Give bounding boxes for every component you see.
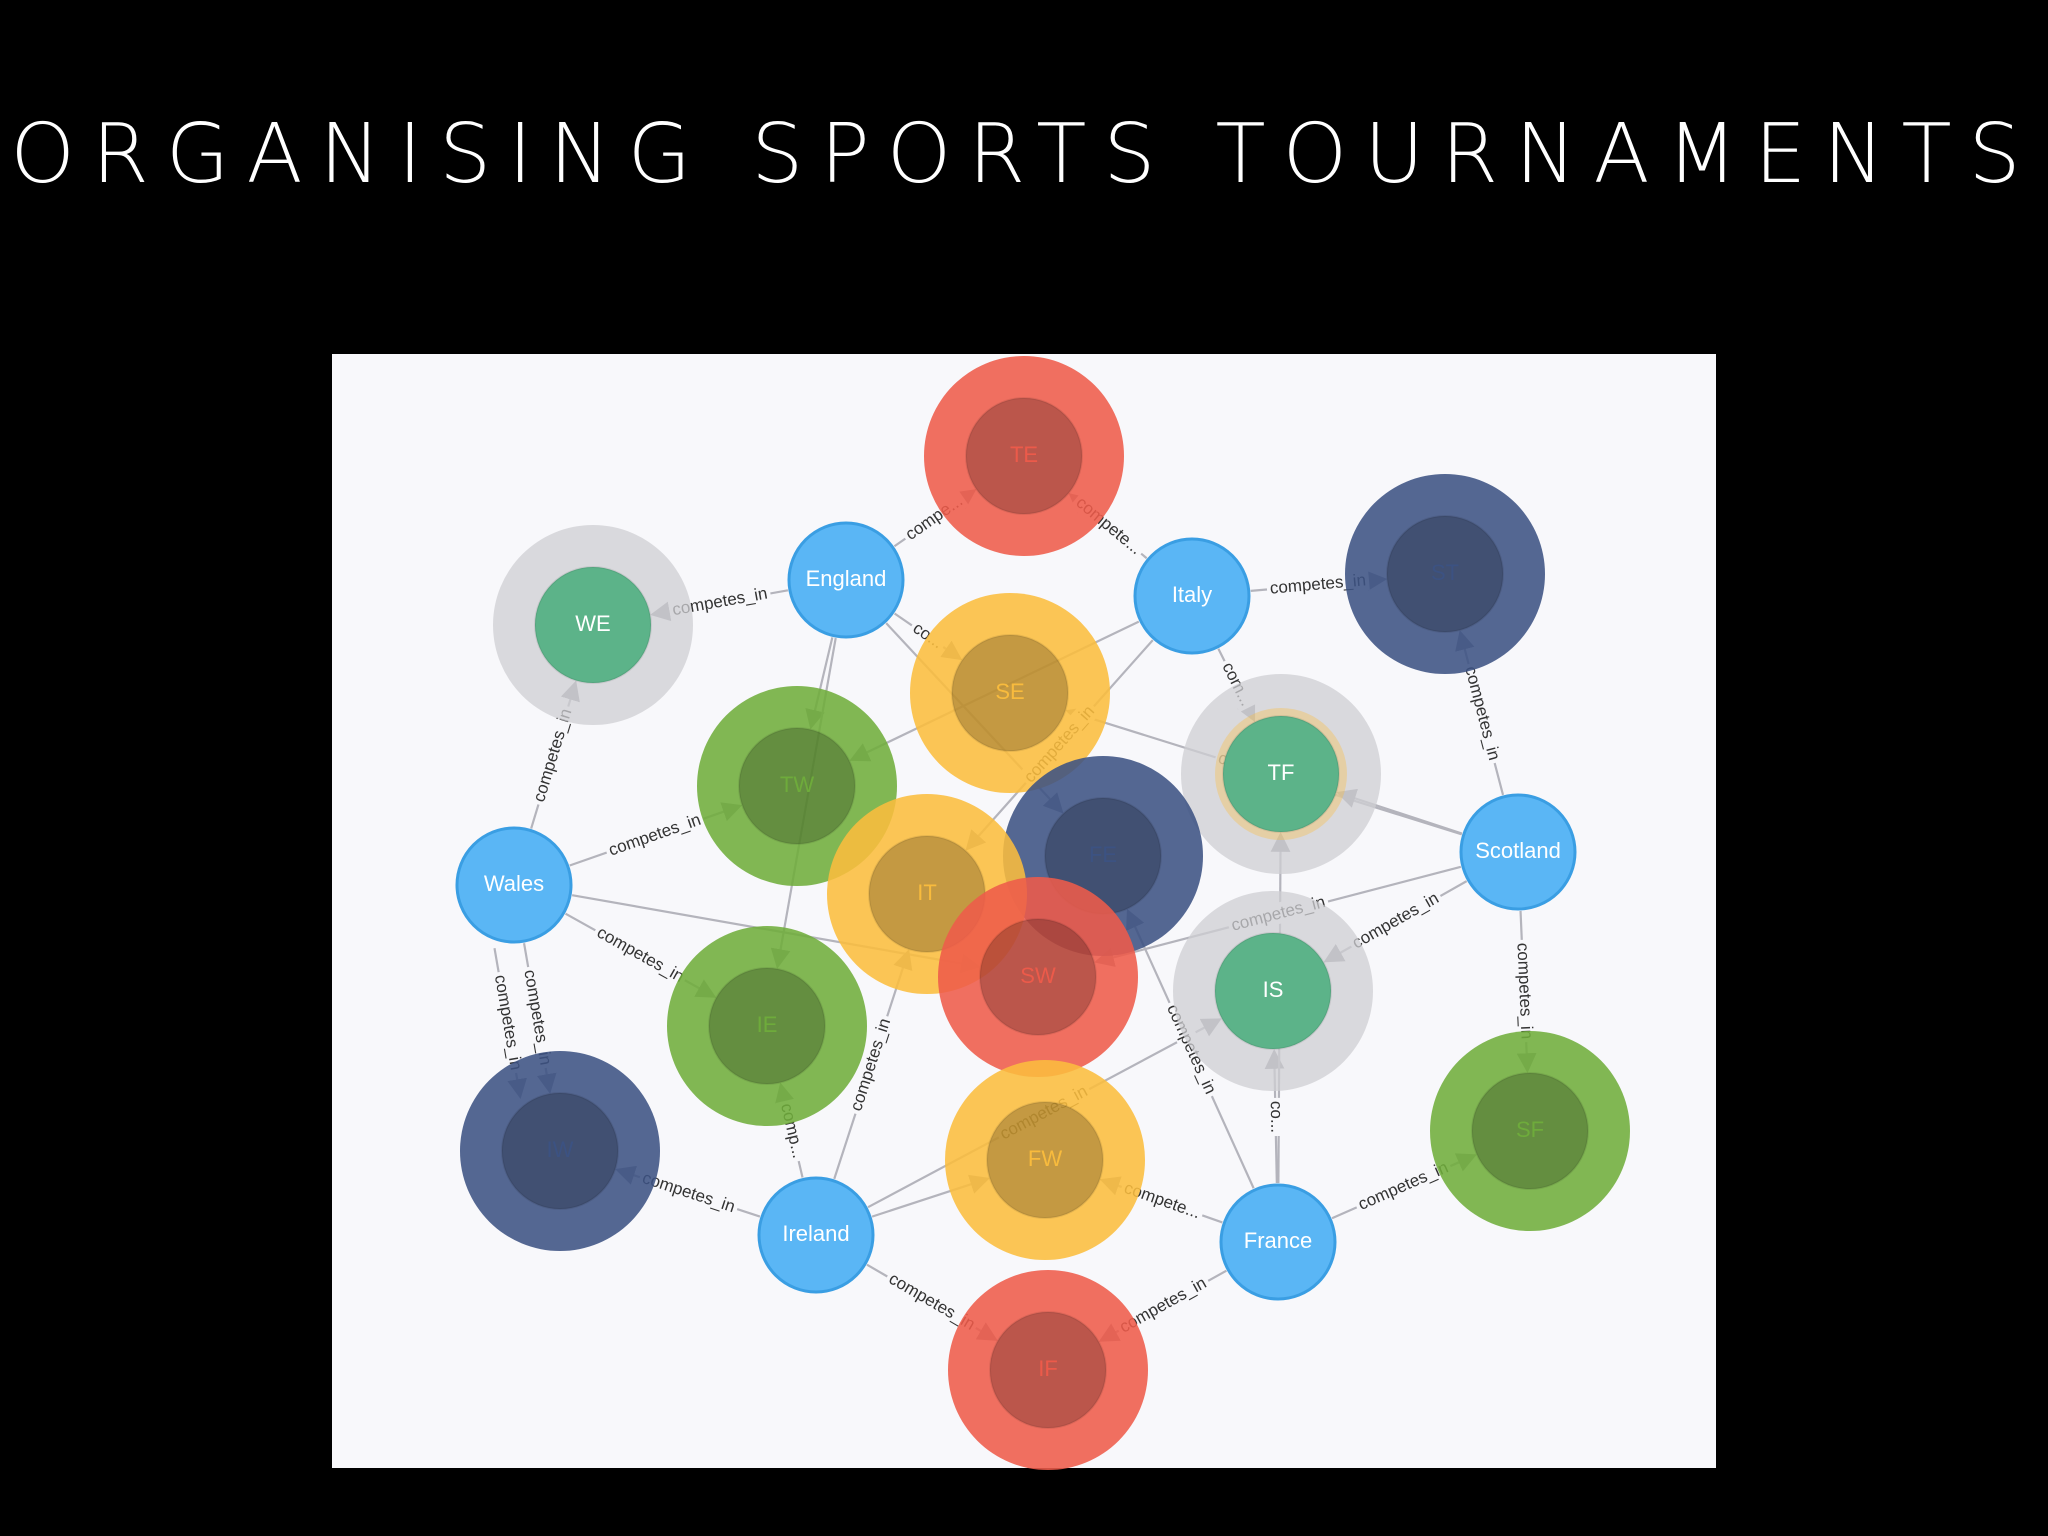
pairing-halo-se — [910, 593, 1110, 793]
country-label-wales: Wales — [484, 871, 544, 896]
edge-label-bg — [636, 1166, 741, 1219]
pairing-label-se: SE — [995, 679, 1024, 704]
pairing-halo-if — [948, 1270, 1148, 1470]
pairing-label-te: TE — [1010, 442, 1038, 467]
pairing-halo-fw — [945, 1060, 1145, 1260]
pairing-core-ie — [708, 967, 826, 1085]
pairing-label-fe: FE — [1089, 842, 1117, 867]
edge-label-bg — [1459, 661, 1506, 766]
country-node-england[interactable]: England — [787, 521, 905, 639]
pairing-core-tw — [738, 727, 856, 845]
country-circle-france — [1219, 1183, 1337, 1301]
edge-label-bg — [1266, 569, 1370, 599]
pairing-halo-te — [924, 356, 1124, 556]
pairing-core-st — [1386, 515, 1504, 633]
edge-label-bg — [1113, 1270, 1213, 1339]
pairing-node-se[interactable]: SE — [910, 593, 1110, 793]
pairing-label-st: ST — [1431, 560, 1459, 585]
edge-label-bg — [667, 582, 773, 621]
country-label-england: England — [806, 566, 887, 591]
edge-label-bg — [1352, 1155, 1455, 1217]
pairing-core-if — [989, 1311, 1107, 1429]
pairing-halo-iw — [460, 1051, 660, 1251]
slide-title: ORGANISING SPORTS TOURNAMENTS — [10, 107, 2038, 202]
pairing-core-sw — [979, 918, 1097, 1036]
country-circle-italy — [1133, 537, 1251, 655]
pairing-label-tw: TW — [780, 772, 814, 797]
edge-label-france-is: co... — [1267, 1101, 1287, 1133]
pairing-node-sw[interactable]: SW — [938, 877, 1138, 1077]
pairing-node-st[interactable]: ST — [1345, 474, 1545, 674]
country-label-ireland: Ireland — [782, 1221, 849, 1246]
pairing-halo-sw — [938, 877, 1138, 1077]
pairing-label-we: WE — [575, 611, 610, 636]
edge-label-bg — [590, 920, 691, 989]
country-circle-england — [787, 521, 905, 639]
pairing-node-sf[interactable]: SF — [1430, 1031, 1630, 1231]
pairing-core-fw — [986, 1101, 1104, 1219]
country-circle-scotland — [1459, 793, 1577, 911]
edge-label-bg — [1512, 939, 1538, 1043]
edge-label-bg — [527, 703, 578, 808]
country-node-wales[interactable]: Wales — [455, 826, 573, 944]
pairing-label-fw: FW — [1028, 1146, 1062, 1171]
pairing-core-tf — [1222, 715, 1340, 833]
pairing-node-te[interactable]: TE — [924, 356, 1124, 556]
edge-label-bg — [1265, 1097, 1288, 1137]
pairing-label-sw: SW — [1020, 963, 1056, 988]
pairing-core-iw — [501, 1092, 619, 1210]
country-circle-ireland — [757, 1176, 875, 1294]
pairing-label-iw: IW — [547, 1137, 574, 1162]
country-node-ireland[interactable]: Ireland — [757, 1176, 875, 1294]
edge-label-bg — [882, 1266, 982, 1337]
edge-label-bg — [1345, 885, 1446, 955]
pairing-core-se — [951, 634, 1069, 752]
pairing-halo-ie — [667, 926, 867, 1126]
country-label-france: France — [1244, 1228, 1312, 1253]
pairing-core-sf — [1471, 1072, 1589, 1190]
country-circle-wales — [455, 826, 573, 944]
pairing-node-tf[interactable]: TF — [1181, 674, 1381, 874]
pairing-halo-st — [1345, 474, 1545, 674]
pairing-node-ie[interactable]: IE — [667, 926, 867, 1126]
country-label-italy: Italy — [1172, 582, 1212, 607]
edge-label-bg — [602, 807, 707, 862]
pairings-layer: TE WE ST SE TW TF FE IT SW IE IS IW FW SF IF — [460, 356, 1630, 1470]
pairing-node-iw[interactable]: IW — [460, 1051, 660, 1251]
pairing-label-it: IT — [917, 880, 937, 905]
pairing-label-is: IS — [1263, 977, 1284, 1002]
edge-label-bg — [844, 1012, 897, 1117]
country-node-france[interactable]: France — [1219, 1183, 1337, 1301]
pairing-label-sf: SF — [1516, 1117, 1544, 1142]
pairing-core-we — [534, 566, 652, 684]
country-label-scotland: Scotland — [1475, 838, 1561, 863]
edge-label-scotland-sf: competes_in — [1513, 942, 1536, 1039]
country-node-scotland[interactable]: Scotland — [1459, 793, 1577, 911]
edge-label-bg — [518, 965, 557, 1070]
pairing-core-is — [1214, 932, 1332, 1050]
pairing-node-fw[interactable]: FW — [945, 1060, 1145, 1260]
pairing-label-if: IF — [1038, 1356, 1058, 1381]
pairing-node-we[interactable]: WE — [493, 525, 693, 725]
country-node-italy[interactable]: Italy — [1133, 537, 1251, 655]
edge-label-bg — [489, 970, 528, 1075]
pairing-node-is[interactable]: IS — [1173, 891, 1373, 1091]
pairing-label-ie: IE — [757, 1012, 778, 1037]
pairing-halo-sf — [1430, 1031, 1630, 1231]
pairing-core-te — [965, 397, 1083, 515]
pairing-node-if[interactable]: IF — [948, 1270, 1148, 1470]
pairing-label-tf: TF — [1268, 760, 1295, 785]
